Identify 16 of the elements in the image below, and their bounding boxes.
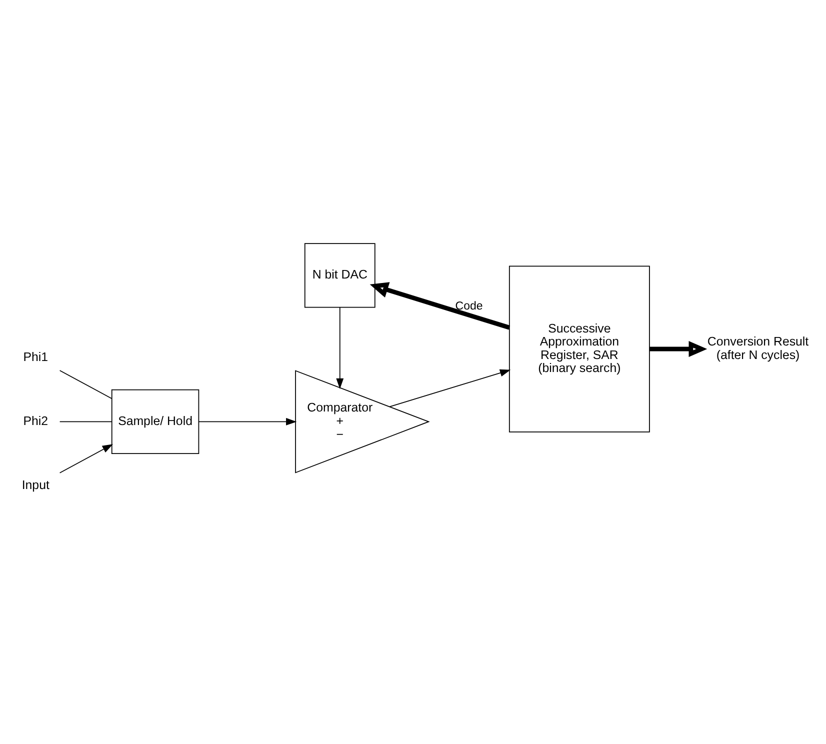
node-text: Input	[22, 477, 50, 492]
arrow	[650, 340, 708, 357]
arrow	[198, 417, 297, 425]
node-box: Sample/ Hold	[111, 388, 200, 454]
node-box: N bit DAC	[304, 242, 376, 308]
arrow	[389, 368, 511, 407]
node-box: Successive Approximation Register, SAR (binary search)	[508, 265, 650, 432]
connector	[59, 370, 112, 399]
arrow	[336, 306, 344, 389]
arrow	[59, 444, 114, 473]
arrow	[370, 282, 510, 330]
edge-label: Code	[455, 300, 483, 312]
node-text: Phi1	[23, 350, 48, 364]
connector	[59, 420, 112, 422]
node-text: Conversion Result (after N cycles)	[707, 334, 809, 362]
node-text: Phi2	[23, 413, 48, 428]
